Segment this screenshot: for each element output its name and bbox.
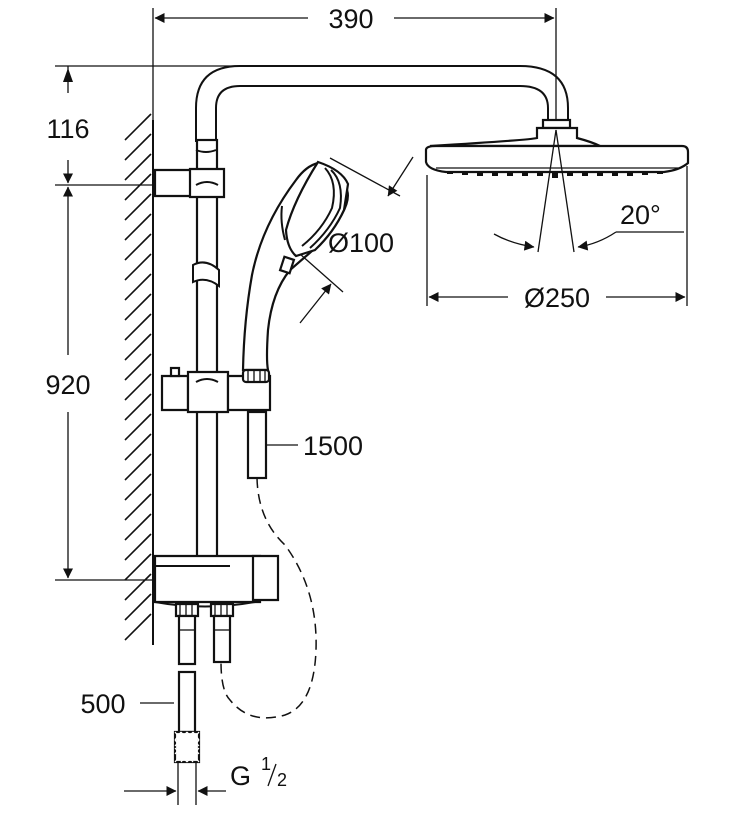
thread-main-label: G	[230, 761, 251, 791]
head-shower-diameter-label: Ø250	[524, 283, 590, 313]
thread-denominator: 2	[277, 770, 287, 790]
dimension-head-tilt-angle: 20°	[493, 129, 684, 253]
overhead-arm	[195, 65, 569, 142]
wall-hatching	[124, 113, 152, 641]
arm-reach-label: 390	[328, 4, 373, 34]
head-shower	[424, 118, 690, 178]
hose-length-label: 1500	[303, 431, 363, 461]
top-offset-label: 116	[46, 114, 89, 144]
dimension-head-shower-diameter: Ø250	[426, 166, 688, 313]
riser-pipe	[192, 138, 220, 562]
hand-shower-holder	[160, 366, 272, 414]
top-wall-bracket	[153, 167, 226, 199]
hand-shower-diameter-label: Ø100	[328, 228, 394, 258]
dimension-hand-shower-diameter: Ø100	[299, 156, 414, 324]
dimension-top-offset: 116	[46, 65, 255, 186]
thread-numerator: 1	[261, 754, 271, 774]
rail-height-label: 920	[45, 370, 90, 400]
dimension-thread: G 1 2	[124, 754, 287, 796]
hand-shower-hose: 1500	[220, 410, 363, 719]
connection-length-label: 500	[80, 689, 125, 719]
dimension-arm-reach: 390	[152, 4, 557, 185]
head-shower-nozzles	[447, 171, 663, 178]
dimension-rail-height: 920	[45, 186, 153, 581]
dimension-connection-length: 500	[80, 689, 174, 719]
hand-shower	[241, 160, 350, 384]
diverter-body	[153, 554, 280, 608]
wall	[124, 113, 154, 645]
supply-connections	[173, 602, 235, 805]
head-tilt-angle-label: 20°	[620, 200, 661, 230]
